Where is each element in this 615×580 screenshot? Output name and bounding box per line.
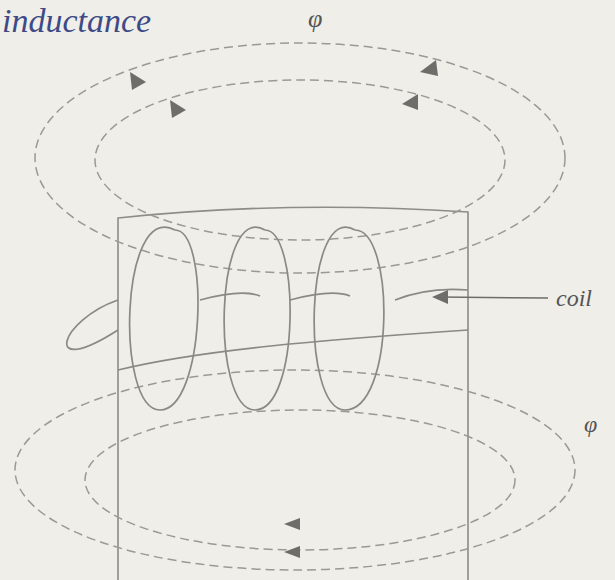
core-outline [118,207,468,580]
coil-leader [432,290,548,304]
title-label: inductance [2,4,151,38]
coil-winding [67,227,468,410]
flux-lines-bottom [15,370,575,570]
part-label: coil [556,286,592,310]
flux-lines-top [35,43,565,273]
flux-symbol: φ [584,412,597,436]
flux-arrowheads [130,60,438,558]
flux-symbol: φ [308,6,322,32]
